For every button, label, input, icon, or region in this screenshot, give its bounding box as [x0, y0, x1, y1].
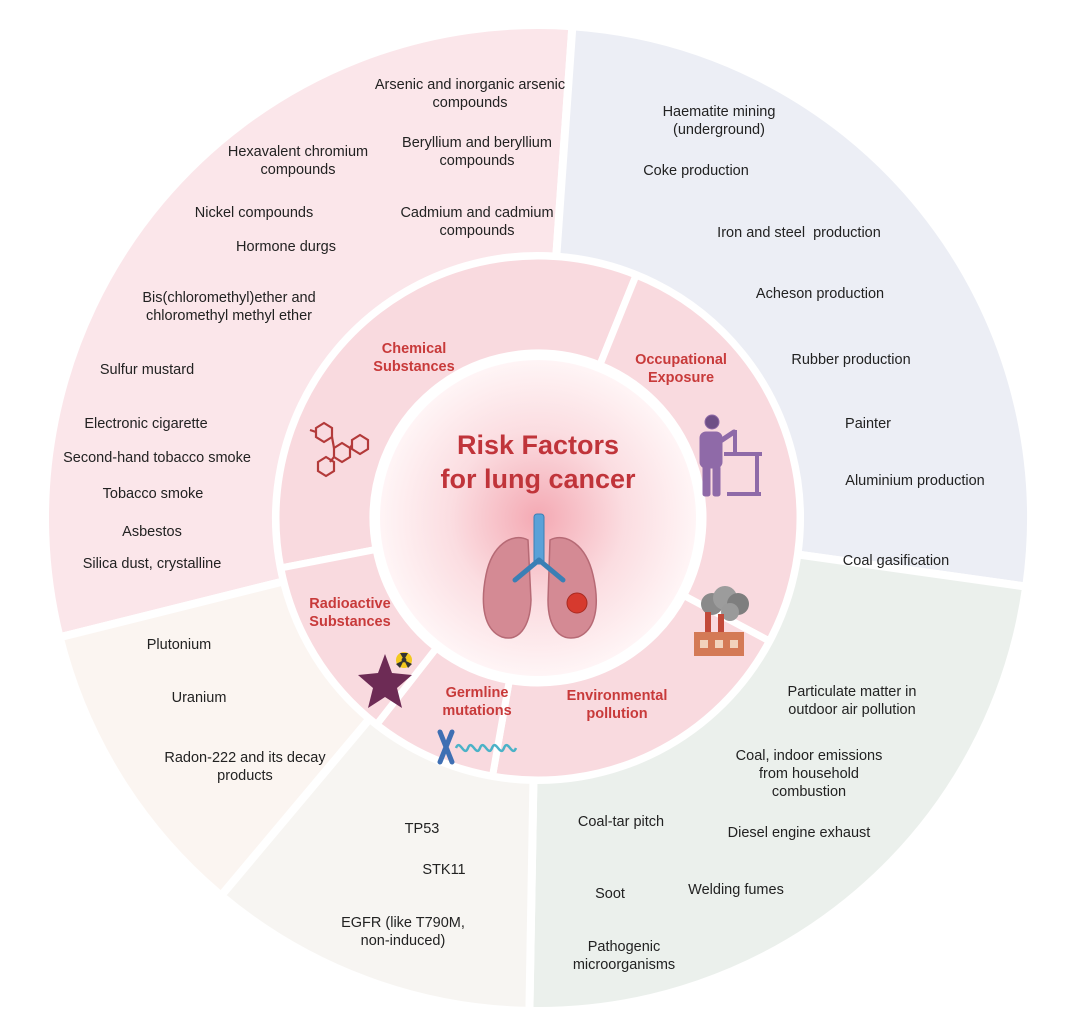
factor-label: Acheson production [755, 286, 885, 302]
lungs-tumor-icon [482, 513, 597, 639]
factor-label: Haematite mining (underground) [662, 104, 776, 138]
diagram-title: Risk Factors for lung cancer [440, 430, 636, 494]
category-occupational: Occupational Exposure [635, 352, 727, 386]
factor-label: Arsenic and inorganic arsenic compounds [374, 77, 566, 111]
factor-label: Coke production [643, 163, 749, 179]
factor-label: Iron and steel production [717, 225, 881, 241]
factor-label: Pathogenic microorganisms [572, 939, 676, 973]
factor-label: Asbestos [122, 524, 182, 540]
chromosome-dna-icon [437, 729, 518, 765]
factor-label: Soot [595, 886, 625, 902]
factor-label: Tobacco smoke [102, 486, 204, 502]
factor-label: Rubber production [791, 352, 911, 368]
category-environmental: Environmental pollution [566, 688, 668, 722]
factor-label: Sulfur mustard [99, 362, 195, 378]
factor-label: Painter [845, 416, 891, 432]
factor-label: Diesel engine exhaust [727, 825, 871, 841]
factor-label: Silica dust, crystalline [82, 556, 222, 572]
factor-label: EGFR (like T790M, non-induced) [341, 915, 465, 949]
factor-label: Particulate matter in outdoor air pollut… [787, 684, 917, 718]
factor-label: Second-hand tobacco smoke [63, 450, 251, 466]
factor-label: Beryllium and beryllium compounds [402, 135, 552, 169]
factor-label: Aluminium production [845, 473, 985, 489]
factor-label: TP53 [404, 821, 440, 837]
factor-label: Nickel compounds [194, 205, 314, 221]
lab-worker-icon [699, 414, 762, 497]
category-radioactive: Radioactive Substances [309, 596, 391, 630]
molecule-icon [309, 421, 370, 478]
factory-smoke-icon [694, 586, 749, 656]
factor-label: Electronic cigarette [84, 416, 208, 432]
factor-label: Radon-222 and its decay products [164, 750, 326, 784]
factor-label: Hormone durgs [236, 239, 336, 255]
factor-label: Coal gasification [842, 553, 950, 569]
category-germline: Germline mutations [442, 685, 512, 719]
radiation-star-icon [358, 652, 412, 708]
factor-label: Uranium [171, 690, 227, 706]
category-chemical: Chemical Substances [373, 341, 455, 375]
factor-label: Coal, indoor emissions from household co… [735, 748, 883, 800]
factor-label: Hexavalent chromium compounds [227, 144, 369, 178]
factor-label: Coal-tar pitch [577, 814, 665, 830]
factor-label: Cadmium and cadmium compounds [400, 205, 554, 239]
factor-label: Welding fumes [688, 882, 784, 898]
factor-label: Plutonium [146, 637, 212, 653]
factor-label: STK11 [422, 862, 466, 878]
factor-label: Bis(chloromethyl)ether and chloromethyl … [142, 290, 316, 324]
